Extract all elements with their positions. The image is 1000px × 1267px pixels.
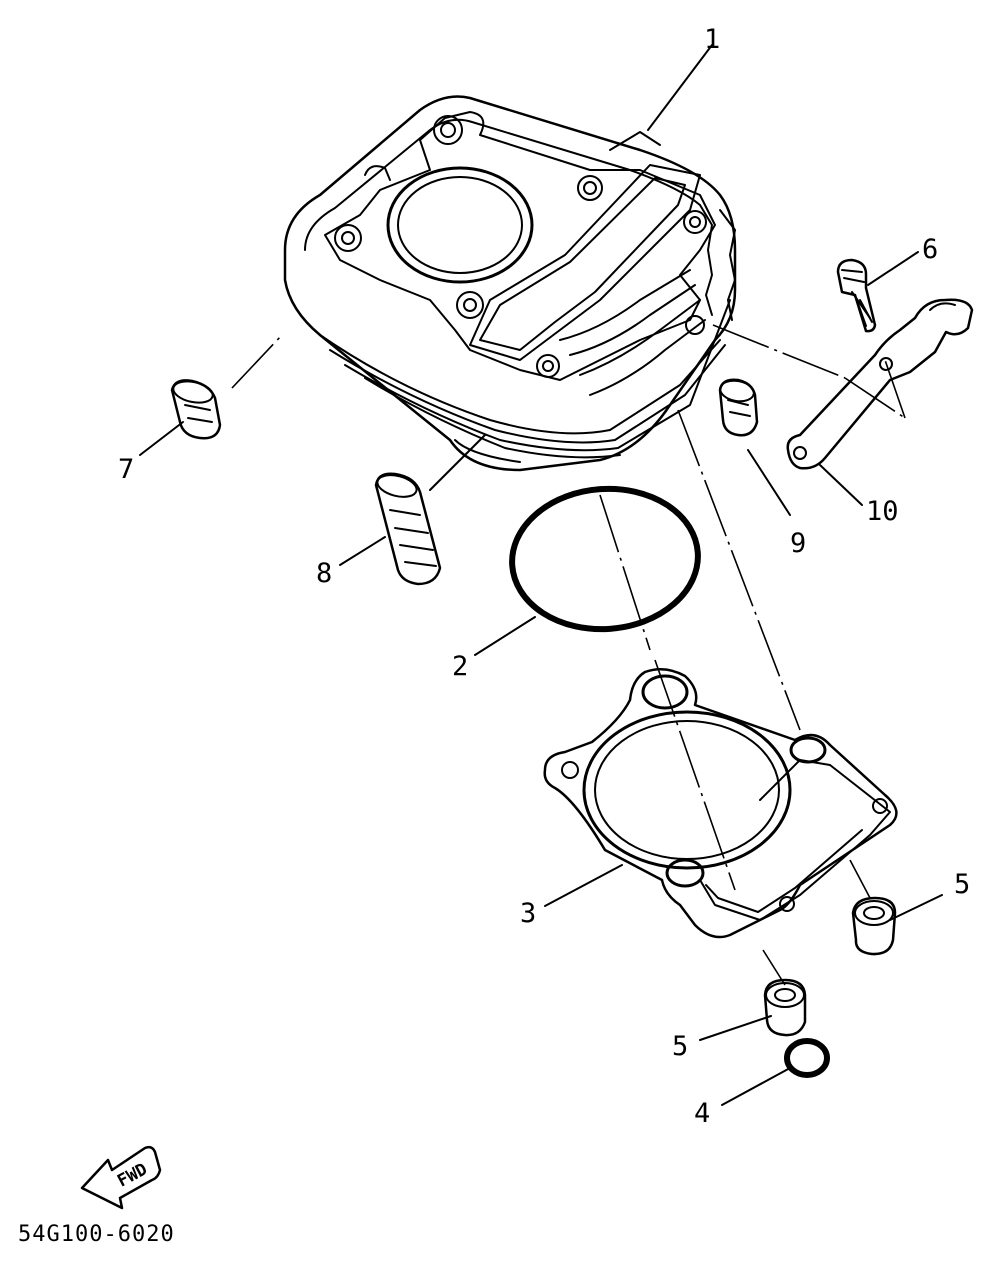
callout-5-lower: 5 — [672, 1031, 688, 1062]
o-ring — [509, 485, 701, 633]
callout-9: 9 — [790, 528, 806, 559]
dowel-pin-right — [851, 896, 897, 956]
callout-6: 6 — [922, 234, 938, 265]
bolt — [836, 258, 877, 333]
cylinder-block — [283, 95, 737, 472]
callout-5-right: 5 — [954, 869, 970, 900]
dowel-7 — [170, 379, 222, 440]
assembly-lines — [231, 324, 906, 986]
callout-8: 8 — [316, 558, 332, 589]
cylinder-gasket — [543, 668, 898, 939]
callout-4: 4 — [694, 1098, 710, 1129]
dowel-pin-lower — [763, 978, 807, 1037]
dowel-8 — [374, 472, 442, 586]
callout-7: 7 — [118, 454, 134, 485]
leader-lines — [139, 44, 943, 1106]
bracket — [786, 298, 974, 470]
fwd-arrow-icon: FWD — [80, 1145, 162, 1210]
dowel-9 — [718, 378, 759, 437]
callout-2: 2 — [452, 651, 468, 682]
clip-ring — [784, 1038, 830, 1078]
callout-3: 3 — [520, 898, 536, 929]
callout-1: 1 — [704, 24, 720, 55]
reference-code: 54G100-6020 — [18, 1222, 175, 1247]
callout-10: 10 — [866, 496, 899, 527]
